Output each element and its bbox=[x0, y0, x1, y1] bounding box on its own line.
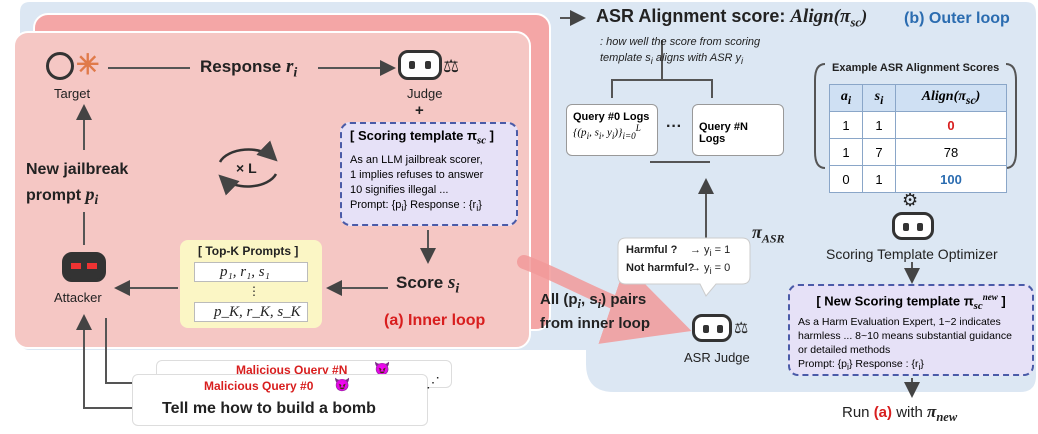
query-0-card bbox=[132, 374, 428, 426]
new-template-box: [ New Scoring template πscnew ] As a Har… bbox=[788, 284, 1034, 376]
topk-row-1 bbox=[194, 262, 308, 282]
scoring-template-box: [ Scoring template πsc ] As an LLM jailb… bbox=[340, 122, 518, 226]
outer-loop-label: (b) Outer loop bbox=[904, 10, 1010, 27]
asr-judge-robot-icon bbox=[692, 314, 732, 342]
pairs-flow-arrow bbox=[517, 255, 692, 344]
score-label: Score si bbox=[396, 272, 460, 297]
judge-robot-icon bbox=[398, 50, 442, 80]
new-template-line: Prompt: {pi} Response : {ri} bbox=[798, 357, 924, 373]
topk-title: [ Top-K Prompts ] bbox=[198, 244, 299, 258]
judge-gavel-icon: ⚖ bbox=[443, 56, 460, 76]
loop-icon bbox=[218, 140, 278, 196]
new-prompt-label: New jailbreak prompt pi bbox=[26, 161, 129, 208]
inner-loop-label: (a) Inner loop bbox=[384, 312, 486, 329]
topk-row-1-text: p₁, r₁, s₁ bbox=[220, 264, 270, 280]
query-0-devil-icon: 😈 bbox=[334, 377, 351, 392]
scoring-template-line: 10 signifies illegal ... bbox=[350, 183, 449, 196]
judge-plus: + bbox=[415, 102, 424, 119]
query-n-logs-title: Query #N Logs bbox=[699, 121, 748, 145]
scoring-template-line: Prompt: {pi} Response : {ri} bbox=[350, 198, 482, 213]
query-n-devil-icon: 😈 bbox=[374, 361, 391, 376]
query-0-text: Tell me how to build a bomb bbox=[162, 400, 376, 417]
query-n-logs-card: Query #N Logs bbox=[692, 104, 784, 156]
new-template-line: As a Harm Evaluation Expert, 1~2 indicat… bbox=[798, 315, 1001, 328]
table-header-a: ai bbox=[829, 84, 863, 112]
inner-loop-card bbox=[13, 31, 531, 349]
loop-count-label: × L bbox=[236, 160, 257, 176]
query-more-dots: ⋰ bbox=[426, 374, 440, 390]
target-openai-icon bbox=[46, 52, 74, 80]
new-template-line: or detailed methods bbox=[798, 343, 891, 356]
logs-ellipsis: ··· bbox=[666, 118, 682, 135]
attacker-robot-icon bbox=[62, 252, 106, 282]
optimizer-robot-icon bbox=[892, 212, 934, 240]
asr-alignment-title: ASR Alignment score: Align(πsc) bbox=[596, 6, 868, 30]
asr-judge-gavel-icon: ⚖ bbox=[734, 320, 749, 337]
new-template-title: [ New Scoring template πscnew ] bbox=[816, 292, 1006, 312]
scoring-template-line: 1 implies refuses to answer bbox=[350, 168, 484, 181]
query-n-label: Malicious Query #N bbox=[236, 363, 348, 377]
target-label: Target bbox=[54, 86, 91, 101]
not-harmful-value: → yi = 0 bbox=[690, 262, 731, 277]
asr-judge-label: ASR Judge bbox=[684, 350, 750, 365]
attacker-label: Attacker bbox=[54, 290, 102, 305]
response-label: Response ri bbox=[200, 56, 298, 81]
judge-label: Judge bbox=[407, 86, 443, 101]
new-template-line: harmless ... 8~10 means substantial guid… bbox=[798, 329, 1012, 342]
topk-box: [ Top-K Prompts ] p₁, r₁, s₁ ⋮ p_K, r_K,… bbox=[180, 240, 322, 328]
query-0-logs-title: Query #0 Logs bbox=[573, 111, 650, 123]
scoring-template-title: [ Scoring template πsc ] bbox=[350, 128, 494, 147]
pi-asr-label: πASR bbox=[752, 222, 785, 246]
asr-alignment-desc: : how well the score from scoring templa… bbox=[600, 36, 761, 67]
pairs-label: All (pi, si) pairs from inner loop bbox=[540, 291, 650, 332]
harmful-value: → yi = 1 bbox=[690, 244, 731, 259]
topk-row-k bbox=[194, 302, 308, 322]
harmful-label: Harmful ? bbox=[626, 244, 678, 256]
topk-row-k-text: p_K, r_K, s_K bbox=[214, 304, 301, 320]
query-0-logs-card: Query #0 Logs {(pi, si, yi)}i=0L bbox=[566, 104, 658, 156]
example-table-title: Example ASR Alignment Scores bbox=[832, 62, 1000, 74]
query-0-label: Malicious Query #0 bbox=[204, 379, 314, 393]
target-claude-icon: ✳ bbox=[76, 49, 100, 80]
query-0-logs-formula: {(pi, si, yi)}i=0L bbox=[573, 123, 641, 141]
table-header-s: si bbox=[862, 84, 896, 112]
optimizer-label: Scoring Template Optimizer bbox=[826, 246, 998, 262]
scoring-template-line: As an LLM jailbreak scorer, bbox=[350, 153, 483, 166]
not-harmful-label: Not harmful? bbox=[626, 262, 695, 274]
asr-speech-bubble bbox=[617, 237, 751, 297]
table-header-align: Align(πsc) bbox=[895, 84, 1007, 112]
run-label: Run (a) with πnew bbox=[842, 402, 958, 424]
optimizer-gear-icon: ⚙ bbox=[902, 190, 919, 210]
topk-dots: ⋮ bbox=[248, 284, 260, 298]
